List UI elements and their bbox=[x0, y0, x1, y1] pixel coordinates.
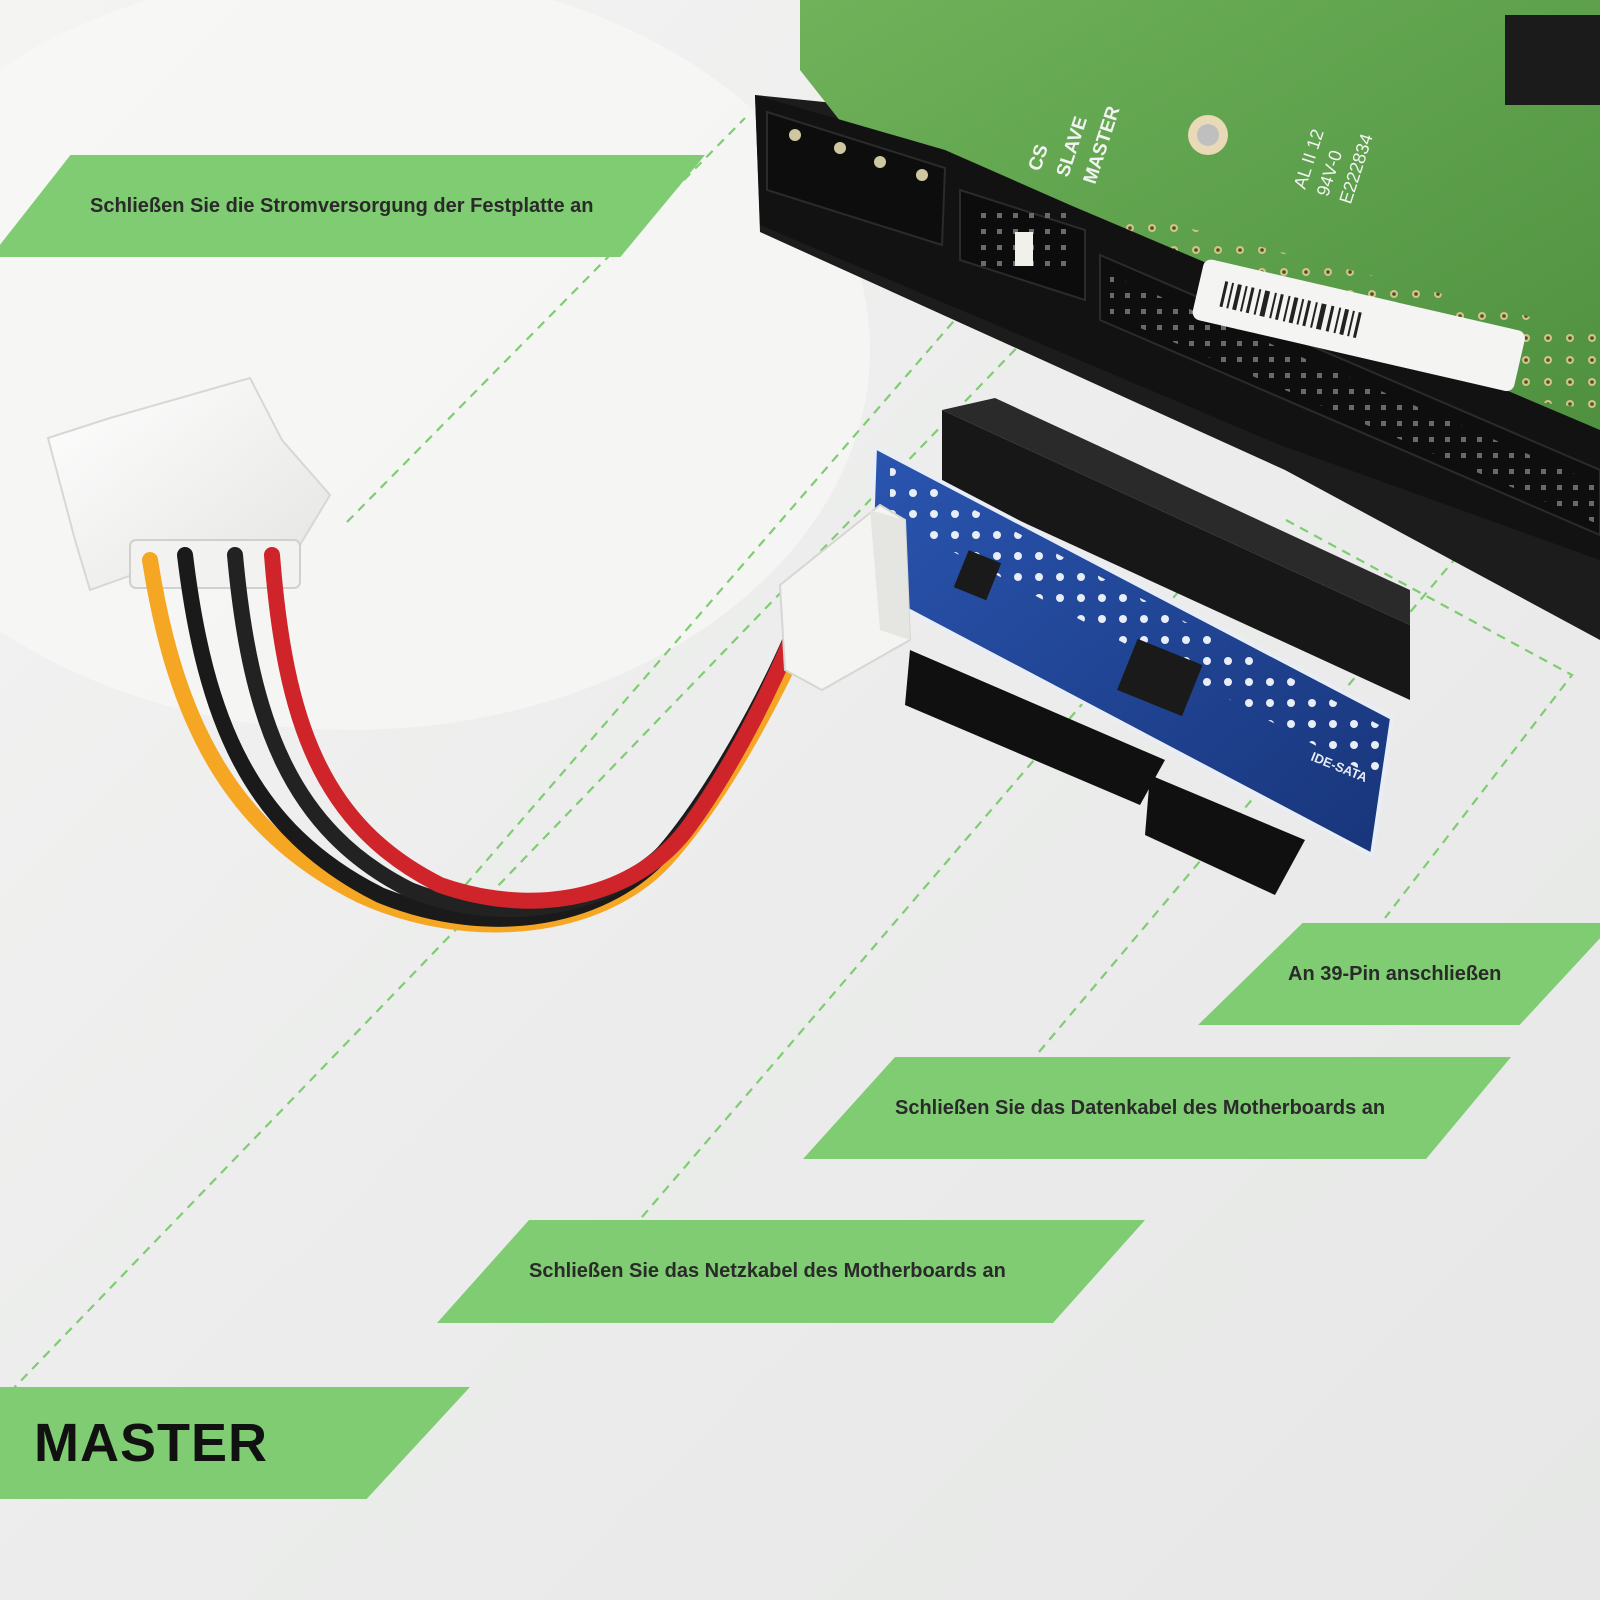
adapter-pcb-holes bbox=[890, 465, 1385, 780]
label-data-cable: Schließen Sie das Datenkabel des Motherb… bbox=[895, 1096, 1386, 1119]
wire-red bbox=[264, 547, 810, 909]
ide-sata-adapter: IDE-SATA bbox=[867, 398, 1410, 895]
molex-power-cable bbox=[46, 376, 912, 933]
guide-line bbox=[454, 284, 986, 898]
molex-plug bbox=[46, 376, 332, 592]
adapter-ide-plug-top bbox=[942, 398, 1410, 625]
label-banner-data-cable: Schließen Sie das Datenkabel des Motherb… bbox=[803, 1057, 1511, 1159]
adapter-sata-power-socket bbox=[1145, 775, 1305, 895]
hdd-molex-pins bbox=[789, 129, 928, 181]
label-power-cable: Schließen Sie das Netzkabel des Motherbo… bbox=[529, 1260, 1006, 1282]
adapter-ide-plug bbox=[942, 410, 1410, 700]
adapter-regulator bbox=[953, 550, 1002, 601]
label-39pin: An 39-Pin anschließen bbox=[1288, 962, 1502, 985]
label-banner-mode: MASTER bbox=[0, 1387, 470, 1499]
hdd-chip bbox=[1505, 15, 1600, 105]
label-banner-power-hdd: Schließen Sie die Stromversorgung der Fe… bbox=[0, 155, 705, 257]
sata-power-plug bbox=[778, 503, 912, 692]
hard-drive: CS SLAVE MASTER AL II 12 94V-0 E222834 bbox=[755, 0, 1600, 640]
guide-line bbox=[9, 276, 1086, 1393]
adapter-chip bbox=[1117, 638, 1203, 717]
hdd-barcode-label bbox=[1192, 259, 1525, 392]
guide-line bbox=[1285, 519, 1574, 919]
label-banner-power-cable: Schließen Sie das Netzkabel des Motherbo… bbox=[437, 1220, 1145, 1323]
background-highlight bbox=[0, 0, 870, 730]
jumper-cap bbox=[1015, 232, 1033, 266]
hdd-ide-pins bbox=[1110, 275, 1600, 525]
label-power-hdd: Schließen Sie die Stromversorgung der Fe… bbox=[90, 194, 594, 217]
adapter-sata-data-socket bbox=[905, 650, 1165, 805]
hdd-molex-socket bbox=[766, 110, 947, 247]
power-wires bbox=[142, 547, 810, 933]
label-mode-master: MASTER bbox=[34, 1413, 268, 1473]
